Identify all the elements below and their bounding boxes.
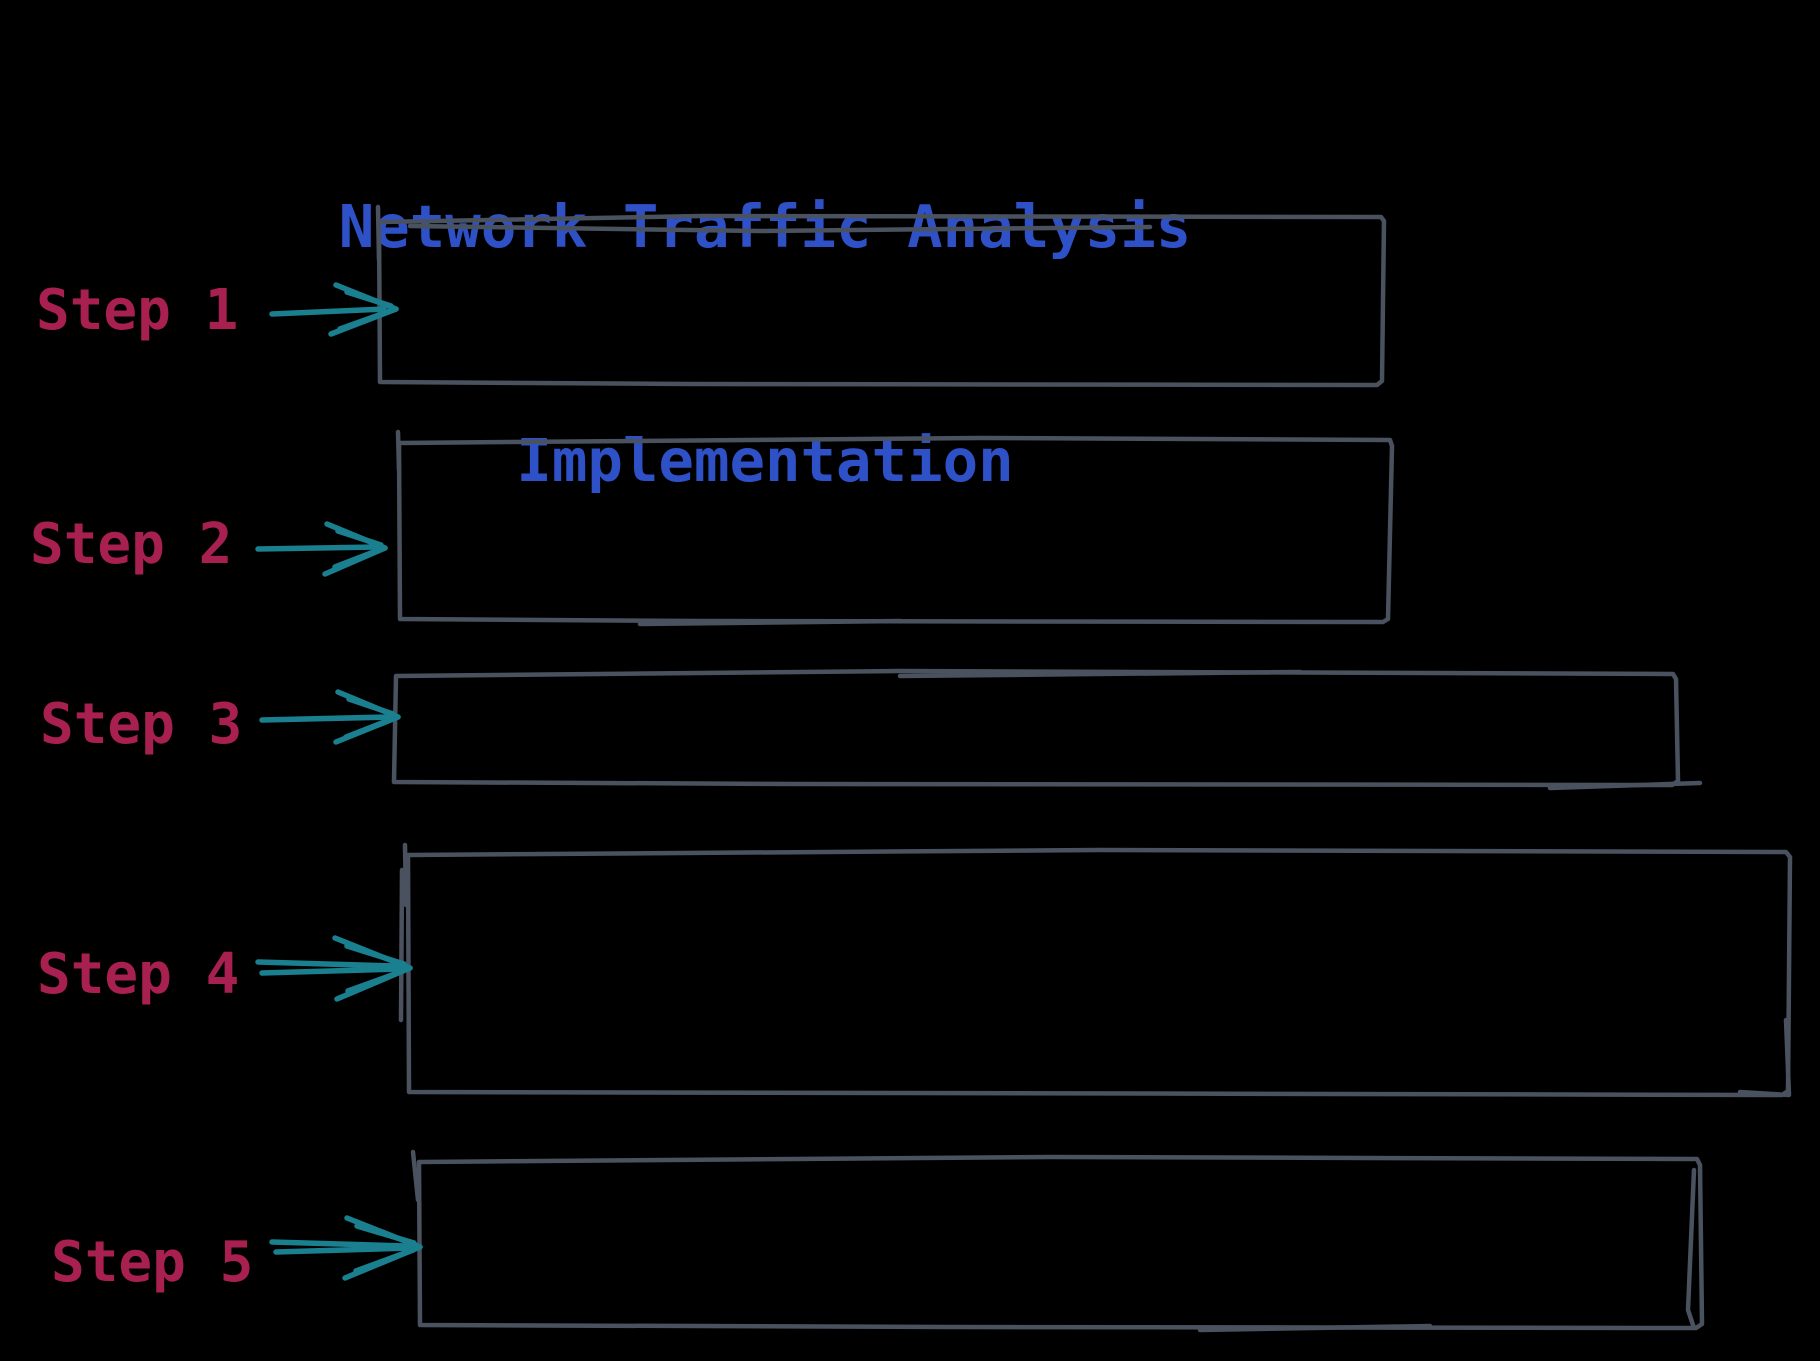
step-2-arrow (255, 521, 388, 577)
step-1-box (375, 204, 1387, 388)
step-5-label: Step 5 (51, 1230, 254, 1295)
step-3-label: Step 3 (40, 692, 243, 757)
step-5-arrow (269, 1215, 423, 1281)
step-5-box (410, 1149, 1705, 1333)
step-1-label: Step 1 (36, 278, 239, 343)
step-4-arrow (255, 935, 413, 1002)
step-2-label: Step 2 (30, 512, 233, 577)
step-3-arrow (259, 689, 401, 745)
step-4-box (398, 842, 1793, 1098)
step-2-box (395, 429, 1395, 627)
step-3-box (391, 668, 1703, 791)
step-1-arrow (269, 282, 399, 337)
step-4-label: Step 4 (37, 942, 240, 1007)
